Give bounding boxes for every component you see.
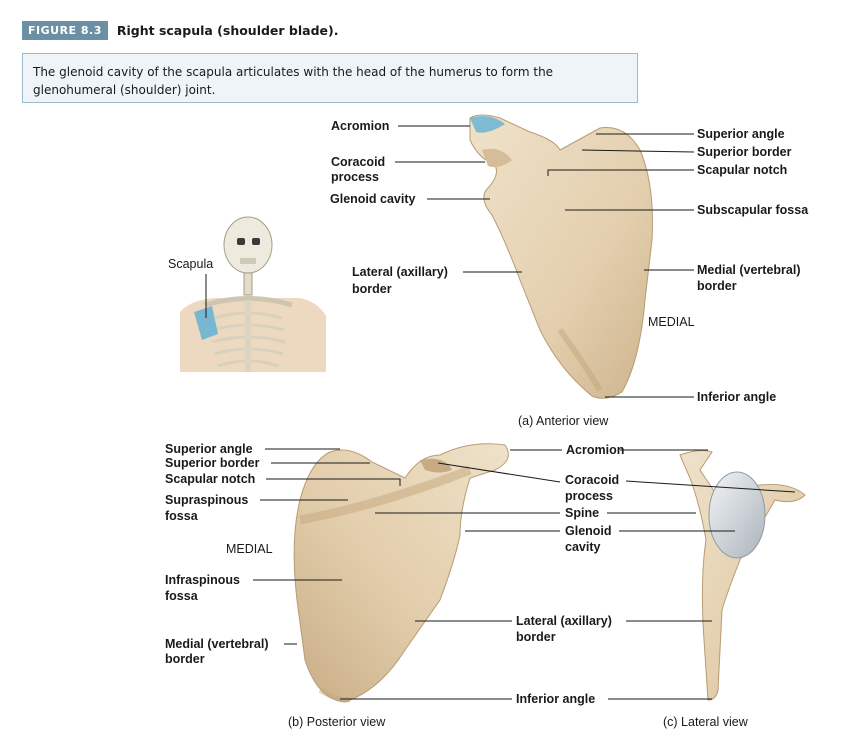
figure-badge: FIGURE 8.3 xyxy=(22,20,108,40)
lateral-scapula xyxy=(679,450,806,701)
anterior-leaders xyxy=(395,125,695,398)
label-acromion-a: Acromion xyxy=(331,119,389,133)
label-lateral-b-1: Lateral (axillary) xyxy=(516,614,612,628)
label-inferior-angle-a: Inferior angle xyxy=(697,390,776,404)
label-medial-b: MEDIAL xyxy=(226,542,273,556)
label-supraspinous-2: fossa xyxy=(165,509,199,523)
posterior-leaders xyxy=(253,448,796,700)
label-medial-border-a-1: Medial (vertebral) xyxy=(697,263,801,277)
glenoid-cartilage xyxy=(708,471,766,559)
label-inferior-angle-b: Inferior angle xyxy=(516,692,595,706)
label-glenoid-b-1: Glenoid xyxy=(565,524,612,538)
label-coracoid-a-2: process xyxy=(331,170,379,184)
label-glenoid-b-2: cavity xyxy=(565,540,600,554)
label-superior-angle-b: Superior angle xyxy=(165,442,253,456)
label-medial-a: MEDIAL xyxy=(648,315,695,329)
label-coracoid-a-1: Coracoid xyxy=(331,155,385,169)
label-superior-border-a: Superior border xyxy=(697,145,792,159)
label-posterior-view: (b) Posterior view xyxy=(288,715,386,729)
label-infraspinous-2: fossa xyxy=(165,589,199,603)
label-lateral-view: (c) Lateral view xyxy=(663,715,749,729)
acromion-highlight xyxy=(470,116,505,133)
label-scapula-thumbnail: Scapula xyxy=(168,257,213,271)
label-spine: Spine xyxy=(565,506,599,520)
label-acromion-b: Acromion xyxy=(566,443,624,457)
label-medial-border-b-1: Medial (vertebral) xyxy=(165,637,269,651)
label-infraspinous-1: Infraspinous xyxy=(165,573,240,587)
figure-title: Right scapula (shoulder blade). xyxy=(116,22,339,38)
label-coracoid-b-1: Coracoid xyxy=(565,473,619,487)
figure-header: FIGURE 8.3 Right scapula (shoulder blade… xyxy=(22,20,338,40)
posterior-scapula xyxy=(293,443,509,703)
label-lateral-a-2: border xyxy=(352,282,392,296)
label-medial-border-a-2: border xyxy=(697,279,737,293)
label-superior-border-b: Superior border xyxy=(165,456,260,470)
label-subscapular-fossa: Subscapular fossa xyxy=(697,203,809,217)
anterior-scapula xyxy=(469,114,653,399)
label-scapular-notch-b: Scapular notch xyxy=(165,472,255,486)
figure-caption: The glenoid cavity of the scapula articu… xyxy=(22,53,638,103)
label-coracoid-b-2: process xyxy=(565,489,613,503)
label-supraspinous-1: Supraspinous xyxy=(165,493,248,507)
scapula-highlight xyxy=(194,306,218,340)
label-anterior-view: (a) Anterior view xyxy=(518,414,609,428)
label-lateral-a-1: Lateral (axillary) xyxy=(352,265,448,279)
label-superior-angle-a: Superior angle xyxy=(697,127,785,141)
label-medial-border-b-2: border xyxy=(165,652,205,666)
label-scapular-notch-a: Scapular notch xyxy=(697,163,787,177)
label-lateral-b-2: border xyxy=(516,630,556,644)
skeleton-thumbnail xyxy=(180,216,326,372)
label-glenoid-a: Glenoid cavity xyxy=(330,192,415,206)
